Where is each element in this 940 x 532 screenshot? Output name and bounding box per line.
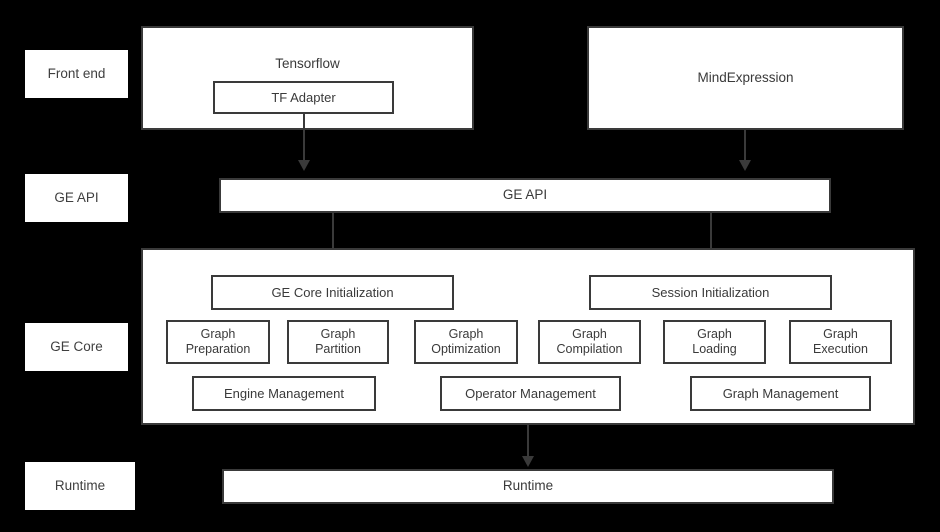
connector-mindexpression-to-geapi: [744, 130, 746, 162]
ge-api-bar[interactable]: GE API: [219, 178, 831, 213]
stage-label-ge-core: GE Core: [25, 323, 128, 371]
mindexpression-label: MindExpression: [697, 69, 794, 85]
stage-label-front-end: Front end: [25, 50, 128, 98]
module-graph-preparation[interactable]: Graph Preparation: [166, 320, 270, 364]
connector-gecore-to-runtime: [527, 425, 529, 458]
module-graph-execution[interactable]: Graph Execution: [789, 320, 892, 364]
tensorflow-container[interactable]: Tensorflow: [141, 26, 474, 130]
module-graph-partition[interactable]: Graph Partition: [287, 320, 389, 364]
stage-label-runtime: Runtime: [25, 462, 135, 510]
manager-operator-management[interactable]: Operator Management: [440, 376, 621, 411]
manager-graph-management[interactable]: Graph Management: [690, 376, 871, 411]
ge-core-initialization-box[interactable]: GE Core Initialization: [211, 275, 454, 310]
connector-geapi-to-gecore-init: [332, 213, 334, 261]
arrowhead-tfadapter-to-geapi: [298, 160, 310, 171]
module-graph-optimization[interactable]: Graph Optimization: [414, 320, 518, 364]
arrowhead-gecore-to-runtime: [522, 456, 534, 467]
module-graph-loading[interactable]: Graph Loading: [663, 320, 766, 364]
manager-engine-management[interactable]: Engine Management: [192, 376, 376, 411]
session-initialization-box[interactable]: Session Initialization: [589, 275, 832, 310]
module-graph-compilation[interactable]: Graph Compilation: [538, 320, 641, 364]
stage-label-ge-api: GE API: [25, 174, 128, 222]
mindexpression-container[interactable]: MindExpression: [587, 26, 904, 130]
connector-geapi-to-session-init: [710, 213, 712, 261]
tf-adapter-box[interactable]: TF Adapter: [213, 81, 394, 114]
arrowhead-mindexpression-to-geapi: [739, 160, 751, 171]
tensorflow-label: Tensorflow: [275, 56, 340, 71]
connector-tfadapter-to-geapi: [303, 114, 305, 162]
runtime-bar[interactable]: Runtime: [222, 469, 834, 504]
